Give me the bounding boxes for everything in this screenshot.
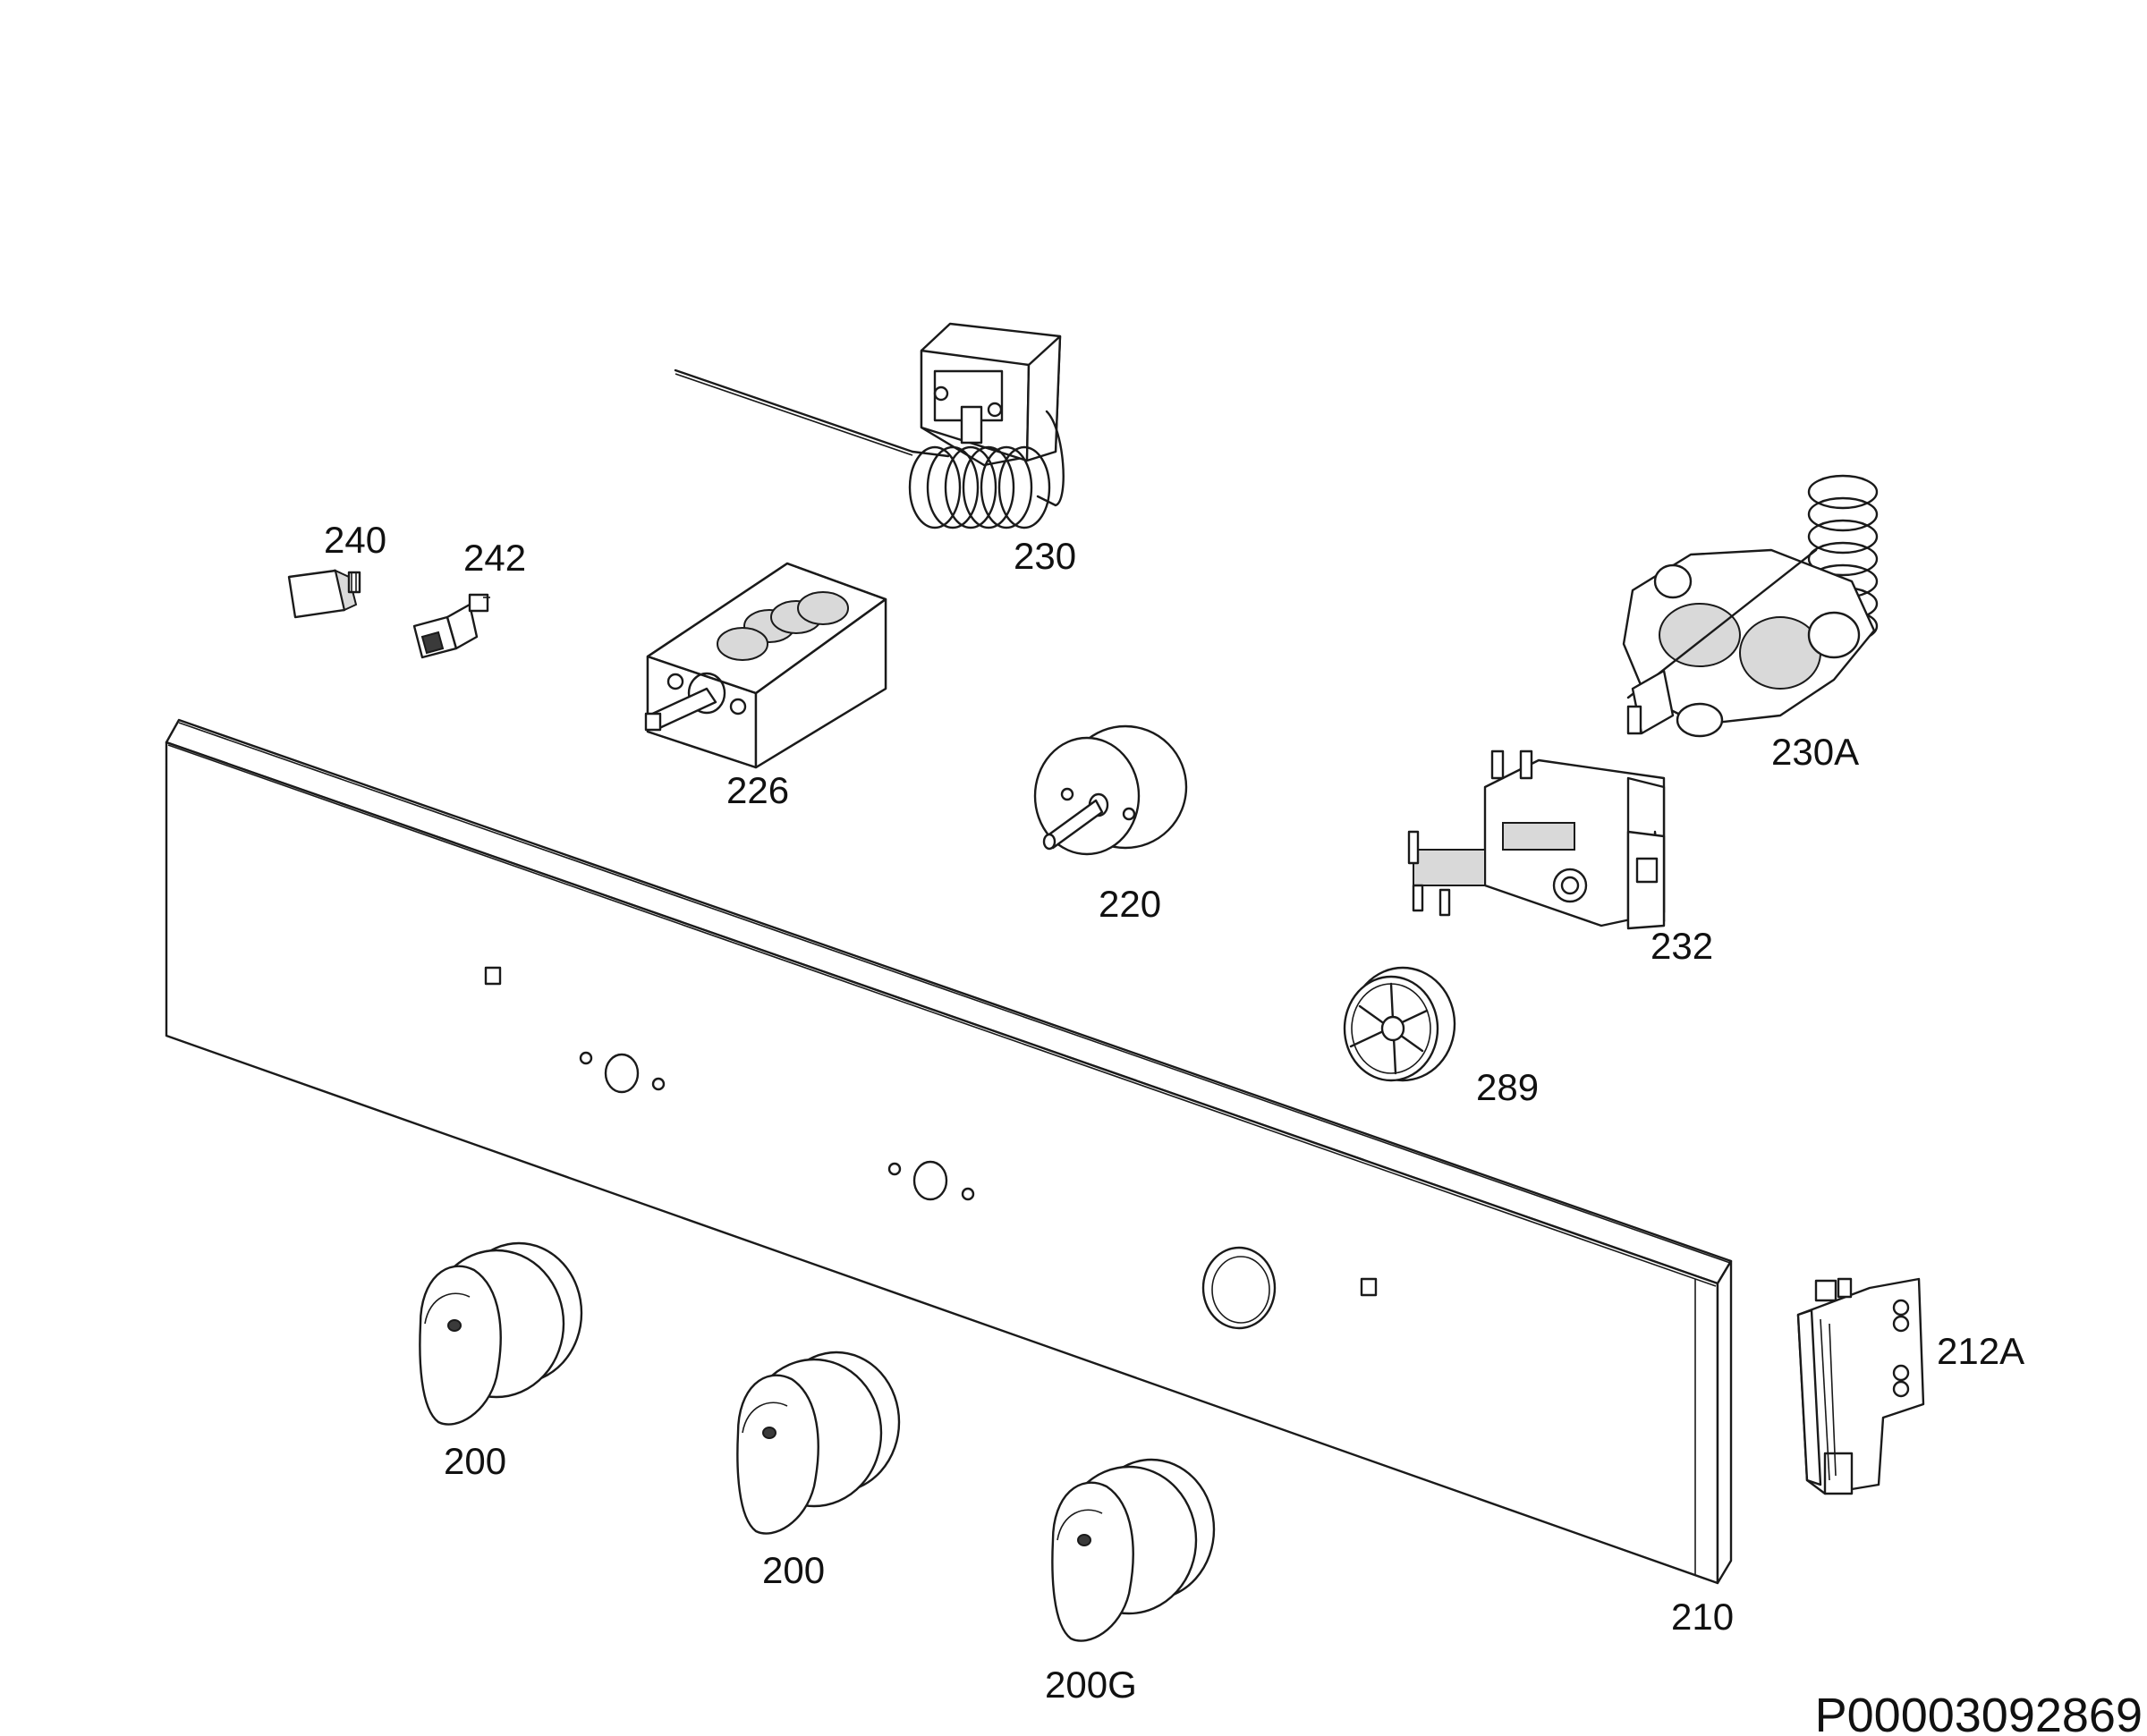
part-200G-knob-right <box>1051 1458 1216 1642</box>
callout-242: 242 <box>463 537 526 579</box>
callout-230A: 230A <box>1771 731 1859 773</box>
part-212A-bracket <box>1796 1277 1925 1495</box>
callout-212A: 212A <box>1937 1330 2024 1372</box>
callout-226: 226 <box>726 769 789 811</box>
callout-220: 220 <box>1099 883 1161 925</box>
part-242-switch <box>412 593 490 659</box>
callout-200G: 200G <box>1045 1664 1137 1706</box>
callout-232: 232 <box>1651 925 1713 967</box>
part-226-selector-switch <box>644 562 887 769</box>
part-220-spindle-disc <box>1033 724 1188 856</box>
callout-210: 210 <box>1671 1596 1734 1638</box>
part-289-ring <box>1343 966 1456 1082</box>
callout-230: 230 <box>1014 535 1076 577</box>
callout-240: 240 <box>324 519 386 561</box>
callout-200-left: 200 <box>444 1440 506 1482</box>
part-200-knob-left <box>419 1241 583 1426</box>
document-number: P00003092869 <box>1815 1689 2143 1736</box>
part-230-thermostat <box>674 322 1065 529</box>
part-232-microswitch <box>1407 749 1666 930</box>
callout-289: 289 <box>1476 1066 1539 1108</box>
part-230A-gas-valve <box>1622 474 1879 738</box>
callout-200-middle: 200 <box>762 1549 825 1591</box>
part-200-knob-middle <box>736 1351 901 1535</box>
part-240-indicator-lamp <box>287 569 361 619</box>
part-210-control-panel <box>165 718 1733 1585</box>
